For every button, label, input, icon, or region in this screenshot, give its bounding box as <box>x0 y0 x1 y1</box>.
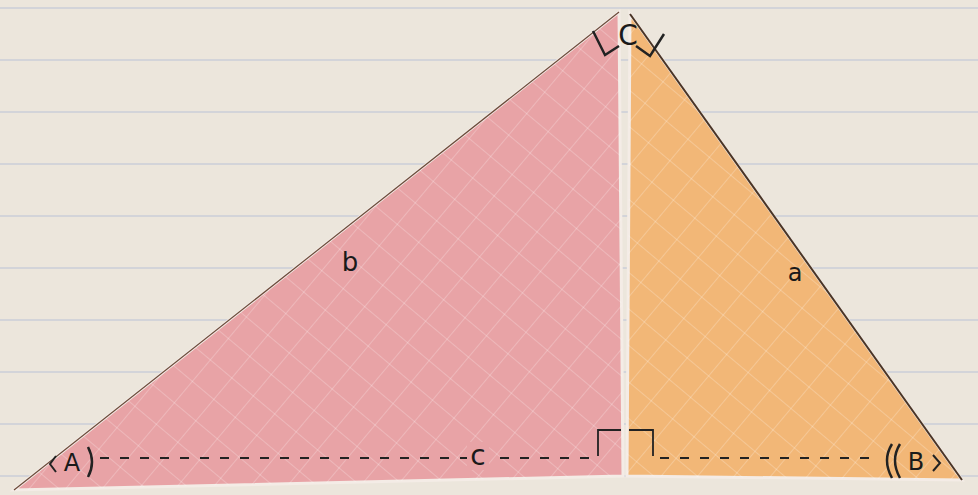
side-label: b <box>342 249 359 275</box>
dashed-base <box>660 457 872 459</box>
pink-triangle <box>14 12 623 490</box>
orange-triangle <box>627 14 962 480</box>
right-angle-mark <box>598 430 621 456</box>
angle-arc <box>933 455 940 471</box>
angle-arc <box>88 447 92 477</box>
angle-arc <box>895 444 900 478</box>
angle-label: B <box>908 450 924 474</box>
angle-arc <box>887 444 892 478</box>
right-angle-mark <box>636 34 664 56</box>
angle-label: A <box>64 451 80 475</box>
vertex-label: C <box>618 22 638 50</box>
right-angle-mark <box>593 31 619 55</box>
dashed-base <box>100 457 592 459</box>
side-label: a <box>788 261 803 285</box>
angle-arc <box>50 456 56 472</box>
side-label: c <box>467 442 488 470</box>
right-angle-mark <box>629 430 653 456</box>
